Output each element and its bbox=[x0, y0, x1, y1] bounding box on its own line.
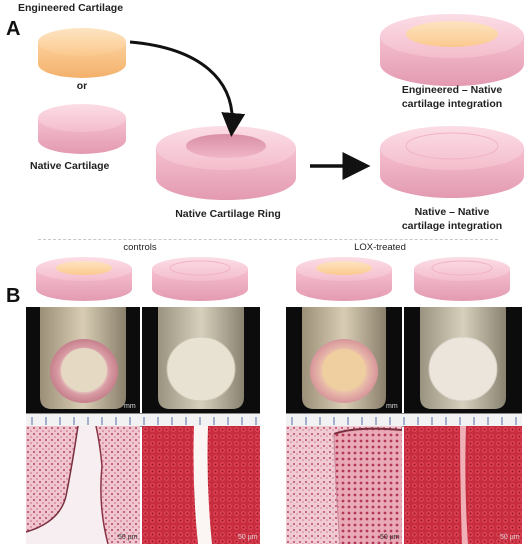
mm-label-1: mm bbox=[124, 403, 136, 410]
photo-lox-native bbox=[404, 307, 522, 413]
controls-label: controls bbox=[123, 242, 157, 253]
photo-lox-engineered: mm bbox=[286, 307, 402, 413]
panel-b-discs bbox=[36, 257, 510, 301]
histology-control-engineered: 50 µm bbox=[26, 426, 140, 544]
panel-a-letter: A bbox=[6, 18, 21, 40]
engineered-cartilage-disc bbox=[38, 28, 126, 78]
engineered-cartilage-label: Engineered Cartilage bbox=[18, 2, 124, 14]
photo-control-engineered: mm bbox=[26, 307, 140, 413]
section-divider bbox=[38, 239, 498, 240]
panel-a-diagram bbox=[38, 14, 524, 200]
engineered-native-label-line1: Engineered – Native bbox=[401, 84, 503, 96]
scale-bar-1: 50 µm bbox=[118, 534, 138, 541]
histology-lox-native: 50 µm bbox=[404, 426, 522, 544]
native-cartilage-ring bbox=[156, 126, 296, 200]
control-native-disc bbox=[152, 257, 248, 301]
engineered-native-label-line2: cartilage integration bbox=[401, 98, 503, 110]
scale-bar-3: 50 µm bbox=[380, 534, 400, 541]
lox-treated-label: LOX-treated bbox=[354, 242, 406, 253]
native-native-label-line2: cartilage integration bbox=[401, 220, 503, 232]
native-cartilage-ring-label: Native Cartilage Ring bbox=[175, 208, 281, 220]
scale-bar-4: 50 µm bbox=[500, 534, 520, 541]
curved-arrow bbox=[129, 40, 246, 137]
engineered-native-result-disc bbox=[380, 14, 524, 86]
ruler-lox bbox=[286, 413, 522, 427]
photo-control-native bbox=[142, 307, 260, 413]
native-native-result-disc bbox=[380, 126, 524, 198]
mm-label-2: mm bbox=[386, 403, 398, 410]
lox-engineered-disc bbox=[296, 257, 392, 301]
histology-control-native: 50 µm bbox=[142, 426, 260, 544]
lox-native-disc bbox=[414, 257, 510, 301]
or-label: or bbox=[76, 80, 88, 92]
native-cartilage-disc bbox=[38, 104, 126, 154]
scale-bar-2: 50 µm bbox=[238, 534, 258, 541]
native-native-label-line1: Native – Native bbox=[414, 206, 490, 218]
control-engineered-disc bbox=[36, 257, 132, 301]
native-cartilage-label: Native Cartilage bbox=[30, 160, 110, 172]
panel-b-letter: B bbox=[6, 285, 21, 307]
ruler-controls bbox=[26, 413, 260, 427]
histology-lox-engineered: 50 µm bbox=[286, 426, 402, 544]
